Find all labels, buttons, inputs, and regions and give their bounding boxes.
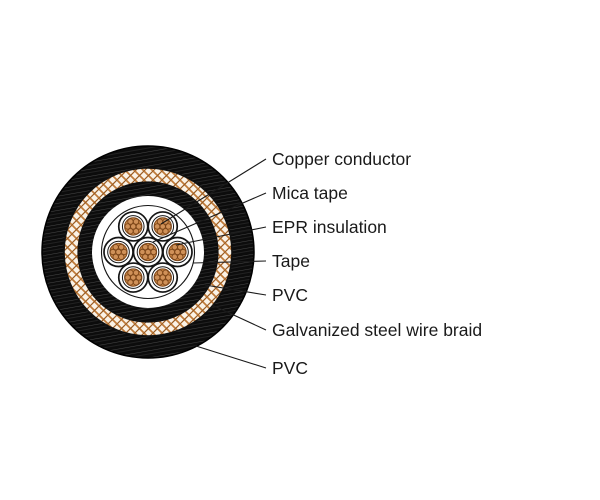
label-pvc-outer: PVC [195,345,308,378]
label-epr-insulation: EPR insulation [175,217,387,246]
label-text-epr-insulation: EPR insulation [272,217,387,237]
conductor-right [162,236,193,268]
label-text-tape: Tape [272,251,310,271]
conductor-top-left [117,211,149,242]
label-copper-conductor: Copper conductor [160,149,411,225]
leader-line-galvanized-braid [211,304,267,331]
conductor-left [103,236,134,268]
label-text-copper-conductor: Copper conductor [272,149,411,169]
leader-line-copper-conductor [160,158,267,225]
leader-line-mica-tape [152,192,267,243]
label-galvanized-steel-wire-braid: Galvanized steel wire braid [211,304,482,340]
label-tape: Tape [192,251,310,271]
conductor-center [132,236,164,268]
leader-line-pvc-outer [195,345,267,369]
conductor-bottom-left [117,262,149,293]
leader-line-epr-insulation [175,226,267,246]
leader-line-pvc-inner [204,284,267,296]
label-text-mica-tape: Mica tape [272,183,348,203]
label-pvc-inner: PVC [204,284,308,305]
callout-labels: Copper conductor Mica tape EPR insulatio… [152,149,482,378]
label-text-pvc-inner: PVC [272,285,308,305]
cable-cross-section [41,145,255,359]
label-mica-tape: Mica tape [152,183,348,243]
conductor-bottom-right [147,262,179,293]
leader-line-tape [192,260,267,264]
label-text-galvanized-braid: Galvanized steel wire braid [272,320,482,340]
label-text-pvc-outer: PVC [272,358,308,378]
